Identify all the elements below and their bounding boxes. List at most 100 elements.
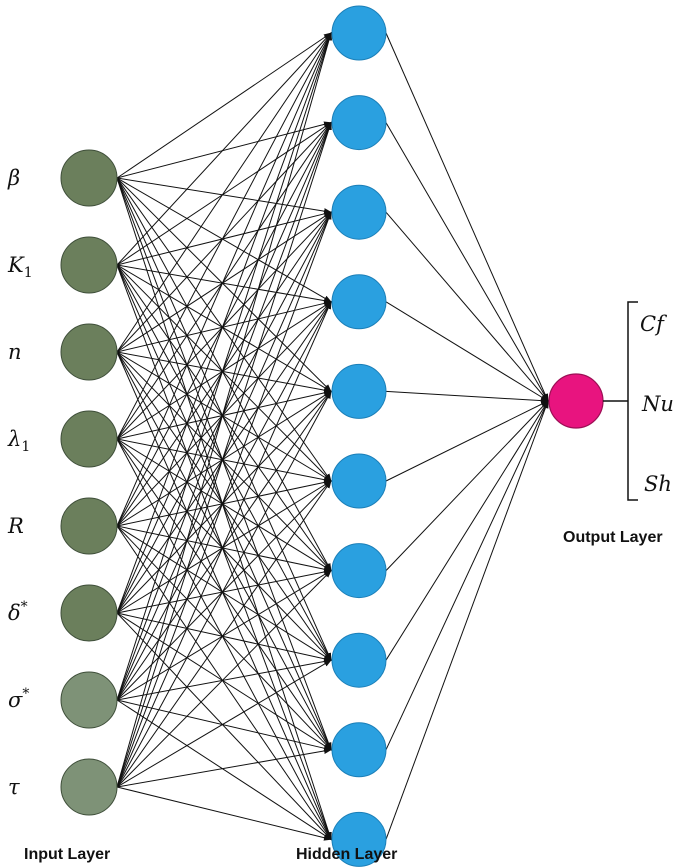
hidden-to-output-connections	[385, 32, 549, 840]
connection-input-1-hidden-3	[116, 264, 332, 304]
hidden-node-4	[331, 363, 387, 419]
connection-input-1-hidden-5	[116, 264, 332, 482]
input-node-5	[60, 584, 118, 642]
input-node-0	[60, 149, 118, 207]
output-layer-title: Output Layer	[563, 529, 663, 546]
connection-input-4-hidden-0	[116, 32, 332, 527]
hidden-node-0	[331, 5, 387, 61]
hidden-node-3	[331, 274, 387, 330]
connection-input-6-hidden-8	[116, 699, 332, 752]
connection-hidden-5-output	[385, 400, 549, 482]
connection-input-3-hidden-6	[116, 438, 332, 572]
connection-hidden-8-output	[385, 400, 549, 751]
connection-hidden-7-output	[385, 400, 549, 661]
hidden-layer-title: Hidden Layer	[296, 846, 397, 863]
connection-input-7-hidden-6	[116, 569, 332, 788]
connection-input-1-hidden-8	[116, 264, 332, 751]
input-node-1	[60, 236, 118, 294]
connection-input-6-hidden-0	[116, 32, 332, 701]
connection-input-5-hidden-0	[116, 32, 332, 614]
connection-input-3-hidden-5	[116, 438, 332, 483]
connection-hidden-3-output	[385, 301, 549, 402]
connection-input-2-hidden-7	[116, 351, 332, 662]
input-label-2: n	[8, 340, 22, 364]
connection-input-3-hidden-0	[116, 32, 332, 440]
connection-input-7-hidden-7	[116, 659, 332, 788]
connection-input-0-hidden-8	[116, 177, 332, 751]
input-label-6: σ*	[8, 686, 29, 712]
connection-input-2-hidden-2	[116, 211, 332, 353]
connection-input-1-hidden-6	[116, 264, 332, 572]
connection-hidden-4-output	[385, 390, 549, 404]
connection-input-2-hidden-1	[116, 121, 332, 353]
connection-input-7-hidden-5	[116, 480, 332, 788]
input-label-0: β	[7, 166, 20, 190]
output-bracket	[627, 301, 638, 501]
connection-input-5-hidden-3	[116, 300, 332, 614]
connection-input-1-hidden-9	[116, 264, 332, 841]
connection-input-0-hidden-5	[116, 177, 332, 482]
input-to-hidden-connections	[116, 32, 332, 841]
hidden-node-1	[331, 95, 387, 151]
connection-input-6-hidden-4	[116, 390, 332, 701]
connection-input-2-hidden-6	[116, 351, 332, 572]
connection-input-5-hidden-7	[116, 612, 332, 662]
connection-input-3-hidden-3	[116, 301, 332, 440]
input-node-6	[60, 671, 118, 729]
connection-input-6-hidden-9	[116, 699, 332, 840]
output-label-sh: Sh	[644, 472, 672, 496]
connection-hidden-0-output	[385, 32, 549, 402]
input-node-7	[60, 758, 118, 816]
connection-input-2-hidden-0	[116, 32, 332, 353]
connection-input-3-hidden-9	[116, 438, 332, 841]
connection-input-7-hidden-2	[116, 211, 332, 788]
connection-input-2-hidden-5	[116, 351, 332, 482]
input-label-4: R	[7, 514, 24, 538]
input-node-3	[60, 410, 118, 468]
input-layer-title: Input Layer	[24, 846, 110, 863]
connection-input-4-hidden-2	[116, 211, 332, 527]
hidden-node-7	[331, 632, 387, 688]
connection-input-7-hidden-3	[116, 300, 332, 788]
connection-input-3-hidden-4	[116, 389, 332, 440]
output-label-nu: Nu	[641, 392, 674, 416]
connection-input-1-hidden-2	[116, 210, 332, 266]
connection-input-3-hidden-8	[116, 438, 332, 751]
connection-input-0-hidden-0	[116, 32, 332, 179]
connection-input-7-hidden-8	[116, 748, 332, 788]
connection-input-4-hidden-5	[116, 479, 332, 527]
hidden-node-8	[331, 722, 387, 778]
hidden-node-5	[331, 453, 387, 509]
connection-hidden-9-output	[385, 400, 549, 840]
connection-input-7-hidden-9	[116, 786, 332, 841]
connection-input-0-hidden-6	[116, 177, 332, 572]
connection-input-4-hidden-3	[116, 301, 332, 527]
connection-input-4-hidden-9	[116, 525, 332, 841]
connection-input-7-hidden-0	[116, 32, 332, 788]
connection-input-0-hidden-9	[116, 177, 332, 841]
connection-input-5-hidden-8	[116, 612, 332, 751]
connection-input-7-hidden-1	[116, 121, 332, 788]
connection-input-4-hidden-4	[116, 390, 332, 527]
output-node	[548, 373, 604, 429]
connection-input-3-hidden-2	[116, 211, 332, 440]
connection-input-5-hidden-4	[116, 390, 332, 614]
input-label-3: λ1	[7, 427, 30, 455]
connection-input-4-hidden-7	[116, 525, 332, 661]
input-node-2	[60, 323, 118, 381]
connection-input-0-hidden-7	[116, 177, 332, 662]
connection-input-2-hidden-4	[116, 351, 332, 394]
output-label-cf: Cf	[640, 312, 667, 336]
hidden-node-6	[331, 543, 387, 599]
connection-input-0-hidden-1	[116, 121, 332, 179]
connection-input-4-hidden-8	[116, 525, 332, 751]
input-label-5: δ*	[8, 599, 28, 625]
connection-hidden-6-output	[385, 400, 549, 571]
connection-input-0-hidden-3	[116, 177, 332, 303]
connection-input-6-hidden-7	[116, 658, 332, 701]
connection-input-6-hidden-5	[116, 480, 332, 701]
connection-input-0-hidden-2	[116, 177, 332, 215]
connection-input-5-hidden-9	[116, 612, 332, 841]
